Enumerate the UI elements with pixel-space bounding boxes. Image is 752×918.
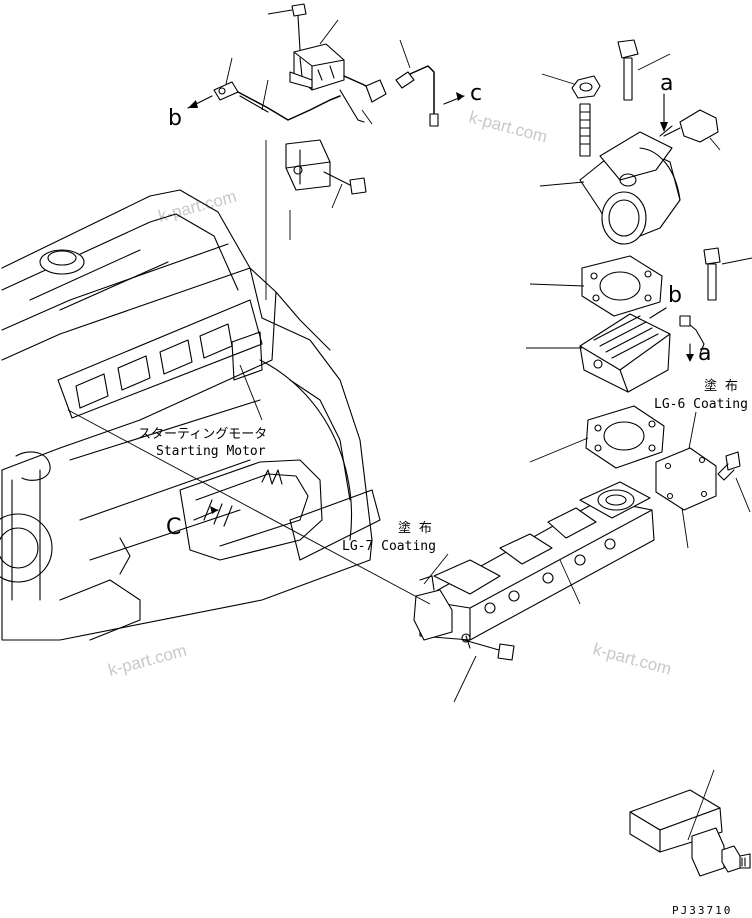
manifold	[413, 481, 655, 703]
ref-b-right: b	[668, 283, 682, 308]
lg7-leader	[423, 553, 449, 585]
gasket-lower	[529, 405, 665, 469]
coating-lg6-label: LG-6 Coating	[654, 397, 748, 412]
coating-jp-label-2: 塗 布	[704, 378, 738, 394]
sensor-part	[629, 769, 751, 877]
cover-plate	[655, 447, 751, 549]
starting-motor-en-label: Starting Motor	[156, 444, 266, 459]
ref-c-engine: C	[166, 515, 181, 540]
ref-a-bottom: a	[698, 341, 711, 366]
ref-b-left: b	[168, 106, 182, 131]
coating-lg7-label: LG-7 Coating	[342, 539, 436, 554]
coating-jp-label-1: 塗 布	[398, 520, 432, 536]
thermostat-housing: b a	[526, 247, 752, 393]
water-outlet-assembly: a	[539, 39, 721, 245]
drawing-code: PJ33710	[672, 904, 732, 917]
harness-assembly: b c	[168, 3, 482, 209]
gasket-upper	[529, 255, 663, 317]
alignment-line	[67, 409, 431, 605]
ref-c-top: c	[470, 81, 482, 106]
starting-motor-leader	[239, 364, 263, 421]
watermark-4: k-part.com	[591, 640, 673, 679]
watermark-2: k-part.com	[467, 108, 549, 147]
starting-motor-jp-label: スターティングモータ	[138, 427, 267, 442]
watermark-3: k-part.com	[106, 641, 188, 680]
ref-a-top: a	[660, 71, 673, 96]
engine-block	[0, 189, 381, 641]
